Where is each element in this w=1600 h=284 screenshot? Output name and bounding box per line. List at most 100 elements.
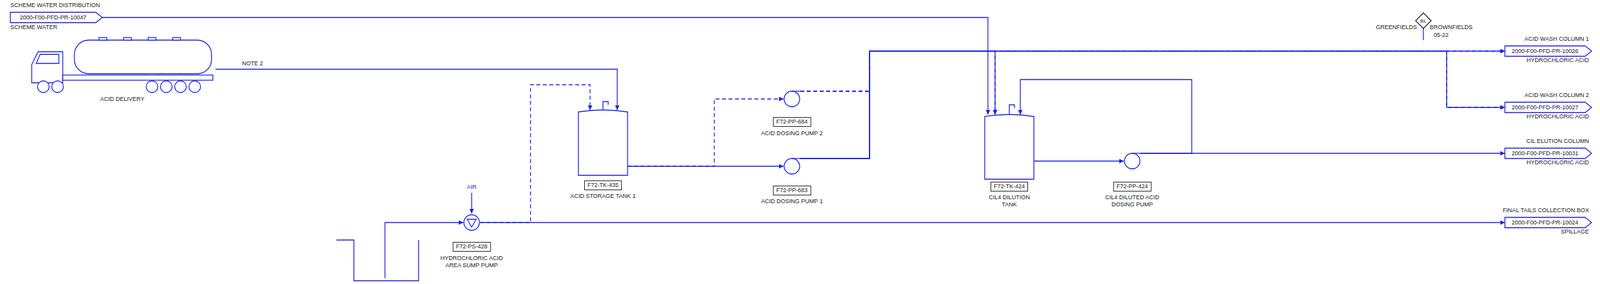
process-line [1020,79,1192,154]
offpage-connector: CIL ELUTION COLUMN2000-F00-PFD-PR-10031H… [1504,148,1592,159]
connector-heading: SCHEME WATER DISTRIBUTION [10,1,101,10]
connector-shape [1504,217,1592,228]
pump-casing [784,158,800,175]
dilution-tank-outline [984,114,1034,180]
equipment-description: ACID DOSING PUMP 2 [760,130,823,138]
truck-hatch [172,37,181,41]
sump-suction-pipe [384,222,464,279]
equipment-tag: F72-PP-683 [773,185,812,196]
connector-heading: ACID WASH COLUMN 2 [1524,91,1590,99]
truck-wheel [51,80,64,93]
dosing-pump: F72-PP-424CIL4 DILUTED ACID DOSING PUMP [1123,152,1141,170]
battery-limit-tick [1422,28,1424,41]
standby-line [800,51,1505,92]
process-line [480,221,1505,223]
offpage-connector: FINAL TAILS COLLECTION BOX2000-F00-PFD-P… [1504,217,1592,228]
equipment-description: ACID DELIVERY [100,95,145,103]
process-line [800,51,1505,159]
offpage-connector: ACID WASH COLUMN 12000-F00-PFD-PR-10026H… [1504,45,1592,57]
dosing-pump-outline [783,90,801,108]
process-line [800,51,1505,159]
tank-body [984,114,1034,180]
diamond-shape [1415,12,1432,29]
process-line [1140,152,1505,154]
process-line [1033,160,1124,162]
battery-limit-diamond: BL [1415,12,1432,29]
sump-pump: F72-PS-428HYDROCHLORIC ACID AREA SUMP PU… [463,214,481,231]
equipment-description: CIL4 DILUTED ACID DOSING PUMP [1096,194,1168,209]
standby-line [480,84,591,223]
pump-casing [463,214,480,231]
pump-nozzle [791,157,801,159]
process-line [627,165,784,167]
standby-line [627,98,784,167]
drawing-number: 2000-F00-PFD-PR-10024 [1511,219,1579,227]
pump-casing [784,91,800,107]
equipment-description: CIL4 DILUTION TANK [981,194,1038,209]
process-line [800,51,996,159]
pump-nozzle [1132,152,1141,154]
drawing-number: 2000-F00-PFD-PR-10031 [1511,150,1579,158]
connector-subtitle: HYDROCHLORIC ACID [1526,159,1590,167]
dosing-pump: F72-PP-684ACID DOSING PUMP 2 [783,90,801,108]
battery-limit-code: BL [1420,17,1427,25]
offpage-connector: SCHEME WATER DISTRIBUTION2000-F00-PFD-PR… [10,12,103,23]
storage-tank-outline [578,109,628,176]
utility-label: AIR [466,183,477,191]
truck-hatch [148,37,156,41]
truck-hatch [98,37,107,41]
tank-body [578,109,628,176]
connector-subtitle: SPILLAGE [1560,228,1590,236]
acid-delivery-truck: ACID DELIVERY [29,37,216,94]
drawing-number: 2000-F00-PFD-PR-10027 [1511,104,1579,112]
truck-wheel [174,80,187,93]
equipment-tag: F72-PS-428 [452,241,492,252]
equipment-tag: F72-PP-684 [773,117,812,127]
limit-label: BROWNFIELDS [1429,23,1473,32]
truck-hatch [123,37,132,41]
dilution-tank: F72-TK-424CIL4 DILUTION TANK [984,114,1034,180]
revision-label: 05-22 [1433,31,1449,39]
truck-wheel [37,80,50,93]
truck-cab [31,51,63,83]
process-line [102,17,988,115]
truck-chassis [62,75,213,81]
connector-heading: CIL ELUTION COLUMN [1526,137,1590,145]
connector-subtitle: SCHEME WATER [10,23,58,32]
truck-tank [74,40,212,74]
line-note: NOTE 2 [240,60,265,68]
connector-subtitle: HYDROCHLORIC ACID [1526,113,1590,121]
acid-delivery-truck-outline [29,37,216,94]
pump-nozzle [791,90,801,92]
tank-vent [1009,104,1015,116]
dosing-pump-outline [1123,152,1141,170]
equipment-tag: F72-TK-424 [990,181,1029,192]
sump-pit [336,240,419,281]
truck-wheel [146,80,158,93]
connector-shape [1504,148,1592,159]
air-supply-line [471,192,472,214]
storage-tank: F72-TK-435ACID STORAGE TANK 1 [578,109,628,176]
pump-casing [1124,153,1140,169]
connector-heading: FINAL TAILS COLLECTION BOX [1502,207,1590,215]
drawing-number: 2000-F00-PFD-PR-10026 [1511,47,1579,55]
dosing-pump-outline [783,157,801,175]
tank-vent [602,101,609,111]
standby-line [800,51,996,115]
process-line [215,69,618,110]
connector-heading: ACID WASH COLUMN 1 [1524,35,1590,43]
dosing-pump: F72-PP-683ACID DOSING PUMP 1 [783,157,801,175]
connector-subtitle: HYDROCHLORIC ACID [1526,56,1590,65]
equipment-description: HYDROCHLORIC ACID AREA SUMP PUMP [436,254,508,270]
truck-wheel [188,80,201,93]
connector-shape [1504,45,1592,57]
pump-impeller [467,219,477,228]
equipment-description: ACID DOSING PUMP 1 [760,197,823,206]
limit-label: GREENFIELDS [1375,23,1417,32]
connector-shape [1504,102,1592,113]
equipment-description: ACID STORAGE TANK 1 [569,192,636,200]
drawing-number: 2000-F00-PFD-PR-10047 [19,14,87,22]
